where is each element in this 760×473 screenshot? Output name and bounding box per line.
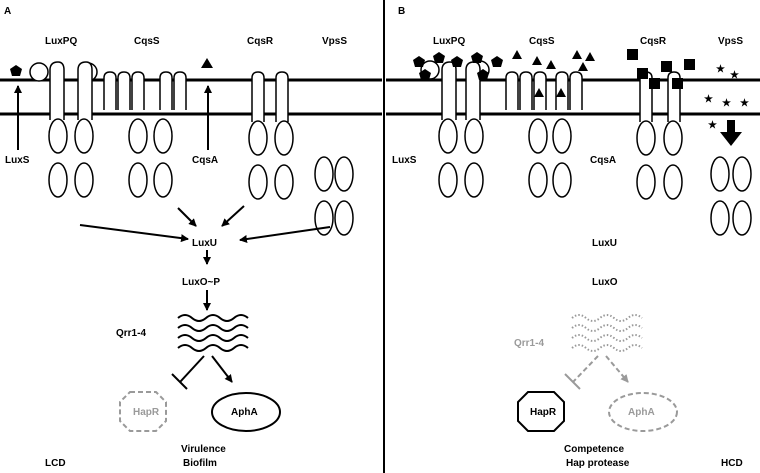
cqsr-receptor-b xyxy=(636,71,683,200)
svg-text:★: ★ xyxy=(740,98,749,109)
svg-text:★: ★ xyxy=(704,94,713,105)
label-luxs-b: LuxS xyxy=(392,155,417,166)
svg-text:★: ★ xyxy=(722,98,731,109)
label-qrr-b: Qrr1-4 xyxy=(514,338,544,349)
label-luxu-b: LuxU xyxy=(592,238,617,249)
qrr-activates-apha-a xyxy=(211,355,233,383)
luxpq-receptor-a xyxy=(29,61,98,198)
svg-text:★: ★ xyxy=(730,70,739,81)
label-vpss-b: VpsS xyxy=(718,36,743,47)
vpss-uptake-arrow-b xyxy=(720,120,742,146)
apha-node-b xyxy=(608,392,678,432)
qrr-inhibits-hapr-a xyxy=(179,355,205,383)
cqss-receptor-b xyxy=(505,71,583,198)
autoinducer-ethanolamine-b xyxy=(627,49,695,89)
label-luxu-a: LuxU xyxy=(192,238,217,249)
autoinducer-stars-b: ★ ★ ★ ★ ★ ★ xyxy=(704,64,749,131)
cqss-receptor-a xyxy=(103,71,187,198)
label-luxs-a: LuxS xyxy=(5,155,30,166)
panel-a-letter: A xyxy=(4,6,11,17)
label-cqss-a: CqsS xyxy=(134,36,160,47)
phosphorelay-arrows-a xyxy=(79,205,331,311)
qrr-activates-apha-b xyxy=(605,355,629,383)
output-virulence: Virulence xyxy=(181,444,226,455)
apha-node-a xyxy=(211,392,281,432)
qrr-inhibits-hapr-b xyxy=(572,355,599,383)
label-luxo-a: LuxO~P xyxy=(182,277,220,288)
output-competence: Competence xyxy=(564,444,624,455)
output-biofilm: Biofilm xyxy=(183,458,217,469)
label-cqsr-a: CqsR xyxy=(247,36,274,47)
qrr-srna-a xyxy=(177,314,249,352)
label-hapr-a: HapR xyxy=(133,407,160,418)
panel-b-letter: B xyxy=(398,6,405,17)
label-cqsa-a: CqsA xyxy=(192,155,218,166)
autoinducer-ai2-a xyxy=(10,65,22,76)
output-hap-protease: Hap protease xyxy=(566,458,630,469)
label-apha-a: AphA xyxy=(231,407,258,418)
label-luxpq-a: LuxPQ xyxy=(45,36,77,47)
label-hapr-b: HapR xyxy=(530,407,557,418)
label-luxo-b: LuxO xyxy=(592,277,618,288)
svg-text:★: ★ xyxy=(716,64,725,75)
label-cqsr-b: CqsR xyxy=(640,36,667,47)
vpss-receptor-b xyxy=(710,156,752,236)
label-luxpq-b: LuxPQ xyxy=(433,36,465,47)
inhibition-bar-a xyxy=(171,373,188,390)
qrr-srna-b xyxy=(571,314,643,352)
vpss-receptor-a xyxy=(314,156,354,236)
hapr-node-b xyxy=(517,391,565,432)
svg-text:★: ★ xyxy=(708,120,717,131)
label-vpss-a: VpsS xyxy=(322,36,347,47)
inhibition-bar-b xyxy=(564,373,581,390)
label-qrr-a: Qrr1-4 xyxy=(116,328,146,339)
label-cqss-b: CqsS xyxy=(529,36,555,47)
cqsr-receptor-a xyxy=(248,71,294,200)
hapr-node-a xyxy=(119,391,167,432)
label-hcd: HCD xyxy=(721,458,743,469)
autoinducer-cai1-b xyxy=(512,50,595,97)
label-lcd: LCD xyxy=(45,458,66,469)
autoinducer-ai2-b xyxy=(413,52,503,80)
label-cqsa-b: CqsA xyxy=(590,155,616,166)
label-apha-b: AphA xyxy=(628,407,655,418)
autoinducer-cai1-a xyxy=(201,58,213,68)
